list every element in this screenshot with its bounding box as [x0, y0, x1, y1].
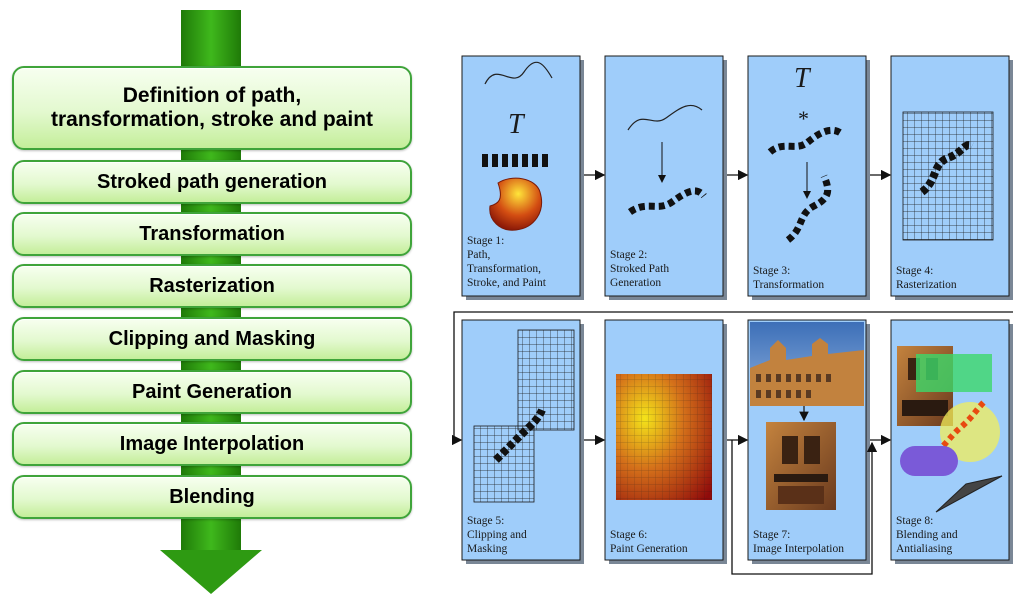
- stage3-label: Stage 3: Transformation: [753, 265, 825, 291]
- flow-return-line: [452, 311, 1013, 446]
- path-curve-icon: [484, 61, 553, 85]
- stage-definition-line1: Definition of path,: [122, 84, 302, 107]
- stage-clipping-masking: Clipping and Masking: [12, 317, 412, 361]
- stage5-label: Stage 5: Clipping and Masking: [467, 515, 527, 555]
- pipeline-figure: T T * Stage 1: Path, Transformation, Str…: [452, 50, 1013, 594]
- raster-grid-icon: [902, 111, 994, 241]
- clip-grid-upper-icon: [517, 329, 575, 431]
- path-curve-icon: [627, 104, 703, 131]
- stage8-label: Stage 8: Blending and Antialiasing: [896, 515, 958, 555]
- stage-label: Rasterization: [149, 274, 275, 297]
- clip-grid-lower-icon: [473, 425, 535, 503]
- stage-label: Paint Generation: [131, 380, 293, 403]
- stroke-dash-icon: [482, 154, 548, 167]
- stage-stroked-path: Stroked path generation: [12, 160, 412, 204]
- stage-definition-line2: transformation, stroke and paint: [50, 108, 374, 131]
- stroked-path-icon: [627, 187, 707, 216]
- stage6-label: Stage 6: Paint Generation: [610, 529, 688, 555]
- stage-image-interpolation: Image Interpolation: [12, 422, 412, 466]
- stage3-operator: *: [798, 106, 809, 131]
- stage1-glyph: T: [508, 109, 524, 140]
- stage-label: Image Interpolation: [119, 432, 305, 455]
- blend-purple-pill-icon: [900, 446, 958, 476]
- transformed-path-icon: [785, 174, 832, 243]
- interpolated-image-icon: [766, 422, 836, 510]
- blend-triangle-icon: [935, 475, 1003, 513]
- stage-label: Blending: [169, 485, 255, 508]
- stage2-label: Stage 2: Stroked Path Generation: [610, 249, 670, 289]
- stage-label: Stroked path generation: [96, 170, 328, 193]
- stage4-label: Stage 4: Rasterization: [896, 265, 957, 291]
- rasterized-path-icon: [919, 141, 974, 196]
- stage-label: Transformation: [139, 222, 285, 245]
- stage-transformation: Transformation: [12, 212, 412, 256]
- blend-green-rect-icon: [916, 354, 992, 392]
- paint-grid-overlay: [616, 374, 712, 500]
- stage-rasterization: Rasterization: [12, 264, 412, 308]
- stage1-label: Stage 1: Path, Transformation, Stroke, a…: [467, 235, 546, 289]
- arrow-head: [160, 550, 262, 594]
- stage-label: Clipping and Masking: [108, 327, 316, 350]
- stage-blending: Blending: [12, 475, 412, 519]
- panel-stage1: [461, 55, 581, 297]
- flow-bypass-line: [731, 440, 878, 575]
- source-image-icon: [750, 322, 864, 406]
- stroked-path-icon: [767, 126, 845, 155]
- stage7-label: Stage 7: Image Interpolation: [753, 529, 845, 555]
- paint-blob-icon: [489, 177, 542, 231]
- blend-yellow-circle-icon: [940, 402, 1000, 462]
- stage3-glyph: T: [794, 63, 810, 94]
- clipped-path-icon: [493, 408, 546, 463]
- stage-definition: Definition of path, transformation, stro…: [12, 66, 412, 150]
- stage-paint-generation: Paint Generation: [12, 370, 412, 414]
